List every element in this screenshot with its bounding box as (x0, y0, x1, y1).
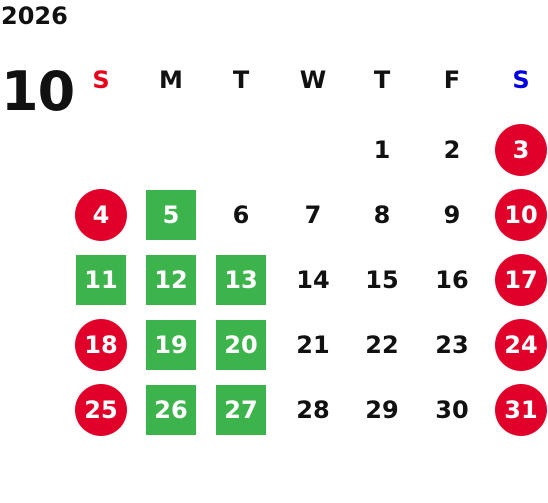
day-cell-10[interactable]: 10 (495, 189, 547, 241)
day-cell-30[interactable]: 30 (435, 396, 469, 424)
day-cell-29[interactable]: 29 (365, 396, 399, 424)
day-cell-16[interactable]: 16 (435, 266, 469, 294)
day-cell-17[interactable]: 17 (495, 254, 547, 306)
day-cell-28[interactable]: 28 (296, 396, 330, 424)
day-cell-22[interactable]: 22 (365, 331, 399, 359)
day-cell-11[interactable]: 11 (76, 255, 126, 305)
day-cell-14[interactable]: 14 (296, 266, 330, 294)
day-cell-20[interactable]: 20 (216, 320, 266, 370)
day-cell-7[interactable]: 7 (304, 201, 322, 229)
day-cell-12[interactable]: 12 (146, 255, 196, 305)
day-cell-6[interactable]: 6 (232, 201, 250, 229)
year-label: 2026 (1, 2, 68, 30)
weekday-label-wed: W (299, 66, 327, 94)
weekday-label-fri: F (443, 66, 461, 94)
day-cell-27[interactable]: 27 (216, 385, 266, 435)
day-cell-1[interactable]: 1 (373, 136, 391, 164)
day-cell-8[interactable]: 8 (373, 201, 391, 229)
month-label: 10 (1, 60, 75, 123)
day-cell-21[interactable]: 21 (296, 331, 330, 359)
day-cell-13[interactable]: 13 (216, 255, 266, 305)
day-cell-2[interactable]: 2 (443, 136, 461, 164)
day-cell-23[interactable]: 23 (435, 331, 469, 359)
day-cell-25[interactable]: 25 (75, 384, 127, 436)
day-cell-3[interactable]: 3 (495, 124, 547, 176)
day-cell-15[interactable]: 15 (365, 266, 399, 294)
weekday-label-thu: T (373, 66, 391, 94)
day-cell-24[interactable]: 24 (495, 319, 547, 371)
weekday-label-tue: T (232, 66, 250, 94)
day-cell-18[interactable]: 18 (75, 319, 127, 371)
day-cell-19[interactable]: 19 (146, 320, 196, 370)
day-cell-5[interactable]: 5 (146, 190, 196, 240)
day-cell-9[interactable]: 9 (443, 201, 461, 229)
day-cell-31[interactable]: 31 (495, 384, 547, 436)
day-cell-4[interactable]: 4 (75, 189, 127, 241)
weekday-label-mon: M (159, 66, 183, 94)
day-cell-26[interactable]: 26 (146, 385, 196, 435)
weekday-label-sat: S (512, 66, 530, 94)
weekday-label-sun: S (92, 66, 110, 94)
